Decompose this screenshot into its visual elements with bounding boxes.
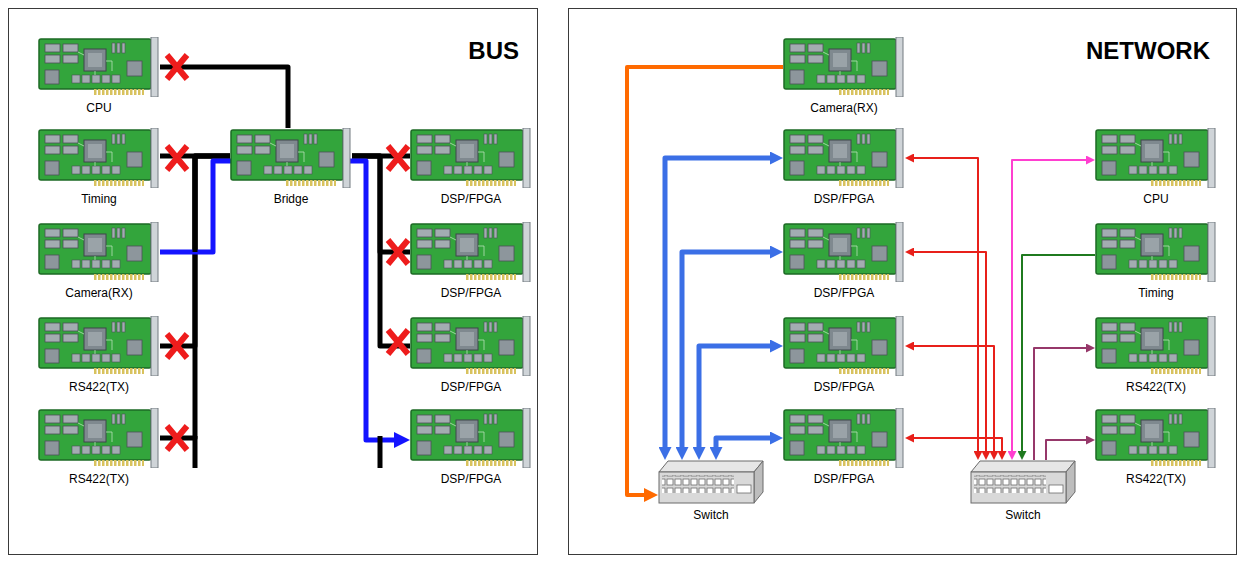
board-label: RS422(TX) — [1126, 472, 1186, 486]
pcb-board-icon — [783, 37, 905, 97]
pcb-board-icon — [1095, 316, 1217, 376]
pcb-board-icon — [410, 222, 532, 282]
board-label: DSP/FPGA — [814, 472, 875, 486]
board-label: DSP/FPGA — [441, 380, 502, 394]
board-label: DSP/FPGA — [441, 286, 502, 300]
circuit-board: Camera(RX) — [38, 222, 160, 301]
circuit-board: DSP/FPGA — [783, 408, 905, 487]
network-link — [1046, 440, 1090, 460]
network-link — [1012, 160, 1090, 455]
circuit-board: Timing — [1095, 222, 1217, 301]
pcb-board-icon — [783, 408, 905, 468]
board-label: DSP/FPGA — [441, 192, 502, 206]
pcb-board-icon — [410, 316, 532, 376]
bus-line — [160, 67, 288, 128]
board-label: DSP/FPGA — [441, 472, 502, 486]
board-label: RS422(TX) — [1126, 380, 1186, 394]
bus-extension — [195, 156, 380, 468]
board-label: Timing — [81, 192, 117, 206]
circuit-board: DSP/FPGA — [783, 222, 905, 301]
bus-line — [352, 156, 410, 346]
switch-icon — [970, 460, 1076, 504]
pcb-board-icon — [38, 408, 160, 468]
pcb-board-icon — [783, 128, 905, 188]
board-label: Camera(RX) — [810, 101, 877, 115]
network-link — [910, 438, 1002, 455]
switch-label: Switch — [693, 508, 728, 522]
pcb-board-icon — [1095, 408, 1217, 468]
pcb-board-icon — [783, 316, 905, 376]
pcb-board-icon — [38, 222, 160, 282]
network-link — [1022, 255, 1095, 455]
circuit-board: RS422(TX) — [1095, 316, 1217, 395]
board-label: DSP/FPGA — [814, 380, 875, 394]
circuit-board: CPU — [1095, 128, 1217, 207]
network-link — [699, 346, 775, 452]
circuit-board: DSP/FPGA — [783, 316, 905, 395]
network-link — [1034, 348, 1090, 460]
panel-title: NETWORK — [1086, 37, 1210, 65]
network-link — [665, 158, 775, 452]
system-panel: NETWORK Camera(RX) DSP/FPGA DSP/FPGA DSP/FPG… — [568, 8, 1237, 555]
pcb-board-icon — [1095, 222, 1217, 282]
circuit-board: RS422(TX) — [38, 408, 160, 487]
circuit-board: RS422(TX) — [1095, 408, 1217, 487]
circuit-board: DSP/FPGA — [410, 222, 532, 301]
panel-title: BUS — [468, 37, 519, 65]
circuit-board: DSP/FPGA — [410, 316, 532, 395]
network-link — [716, 438, 775, 452]
pcb-board-icon — [38, 37, 160, 97]
network-link — [910, 158, 978, 455]
pcb-board-icon — [783, 222, 905, 282]
bus-line — [160, 156, 230, 438]
circuit-board: CPU — [38, 37, 160, 116]
network-link — [627, 67, 783, 495]
network-link — [682, 252, 775, 452]
board-label: CPU — [86, 101, 111, 115]
network-switch: Switch — [658, 460, 764, 523]
circuit-board: DSP/FPGA — [410, 128, 532, 207]
board-label: CPU — [1143, 192, 1168, 206]
board-label: RS422(TX) — [69, 472, 129, 486]
circuit-board: RS422(TX) — [38, 316, 160, 395]
circuit-board: DSP/FPGA — [783, 128, 905, 207]
board-label: DSP/FPGA — [814, 192, 875, 206]
blocked-mark — [167, 55, 408, 450]
system-panel: BUS CPU TimingCamera(RX) RS422(TX) RS422(TX)… — [8, 8, 538, 555]
pcb-board-icon — [1095, 128, 1217, 188]
board-label: DSP/FPGA — [814, 286, 875, 300]
network-switch: Switch — [970, 460, 1076, 523]
board-label: Bridge — [274, 192, 309, 206]
pcb-board-icon — [38, 316, 160, 376]
board-label: Timing — [1138, 286, 1174, 300]
pcb-board-icon — [230, 128, 352, 188]
pcb-board-icon — [410, 408, 532, 468]
board-label: RS422(TX) — [69, 380, 129, 394]
circuit-board: DSP/FPGA — [410, 408, 532, 487]
switch-icon — [658, 460, 764, 504]
circuit-board: Bridge — [230, 128, 352, 207]
board-label: Camera(RX) — [65, 286, 132, 300]
pcb-board-icon — [38, 128, 160, 188]
switch-label: Switch — [1005, 508, 1040, 522]
network-link — [910, 252, 986, 455]
circuit-board: Camera(RX) — [783, 37, 905, 116]
circuit-board: Timing — [38, 128, 160, 207]
pcb-board-icon — [410, 128, 532, 188]
